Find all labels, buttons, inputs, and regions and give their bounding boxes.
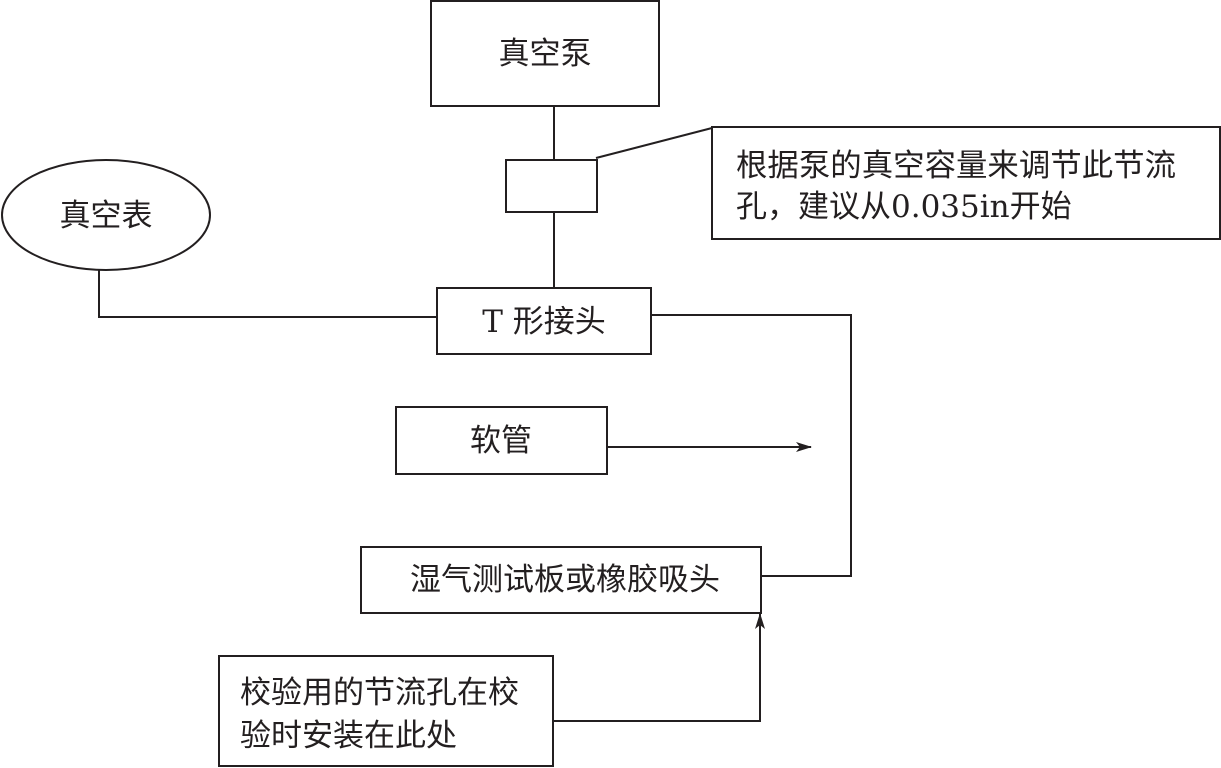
calibration-note-line-2: 验时安装在此处 (240, 718, 457, 754)
orifice-box (505, 159, 598, 213)
test-plate-label: 湿气测试板或橡胶吸头 (410, 562, 720, 598)
test-plate-box (360, 546, 762, 614)
tee-to-test-plate-line (651, 314, 852, 577)
tee-fitting-box (436, 287, 652, 355)
calibration-arrow (553, 613, 765, 722)
vacuum-pump-label: 真空泵 (499, 36, 592, 72)
orifice-note-box (711, 126, 1221, 240)
calibration-note-box (218, 655, 554, 767)
orifice-callout-leader (595, 127, 713, 159)
calibration-note-line-1: 校验用的节流孔在校 (240, 675, 519, 711)
vacuum-gauge-label: 真空表 (60, 198, 153, 234)
hose-label: 软管 (470, 423, 532, 459)
gauge-to-tee-line (98, 270, 437, 318)
orifice-note-line-1: 根据泵的真空容量来调节此节流 (736, 148, 1176, 184)
hose-box (395, 406, 608, 475)
vacuum-pump-box (430, 0, 660, 107)
orifice-note-line-2: 孔，建议从0.035in开始 (736, 189, 1072, 225)
vacuum-gauge-ellipse (1, 159, 211, 271)
tee-fitting-label: T 形接头 (482, 304, 606, 340)
